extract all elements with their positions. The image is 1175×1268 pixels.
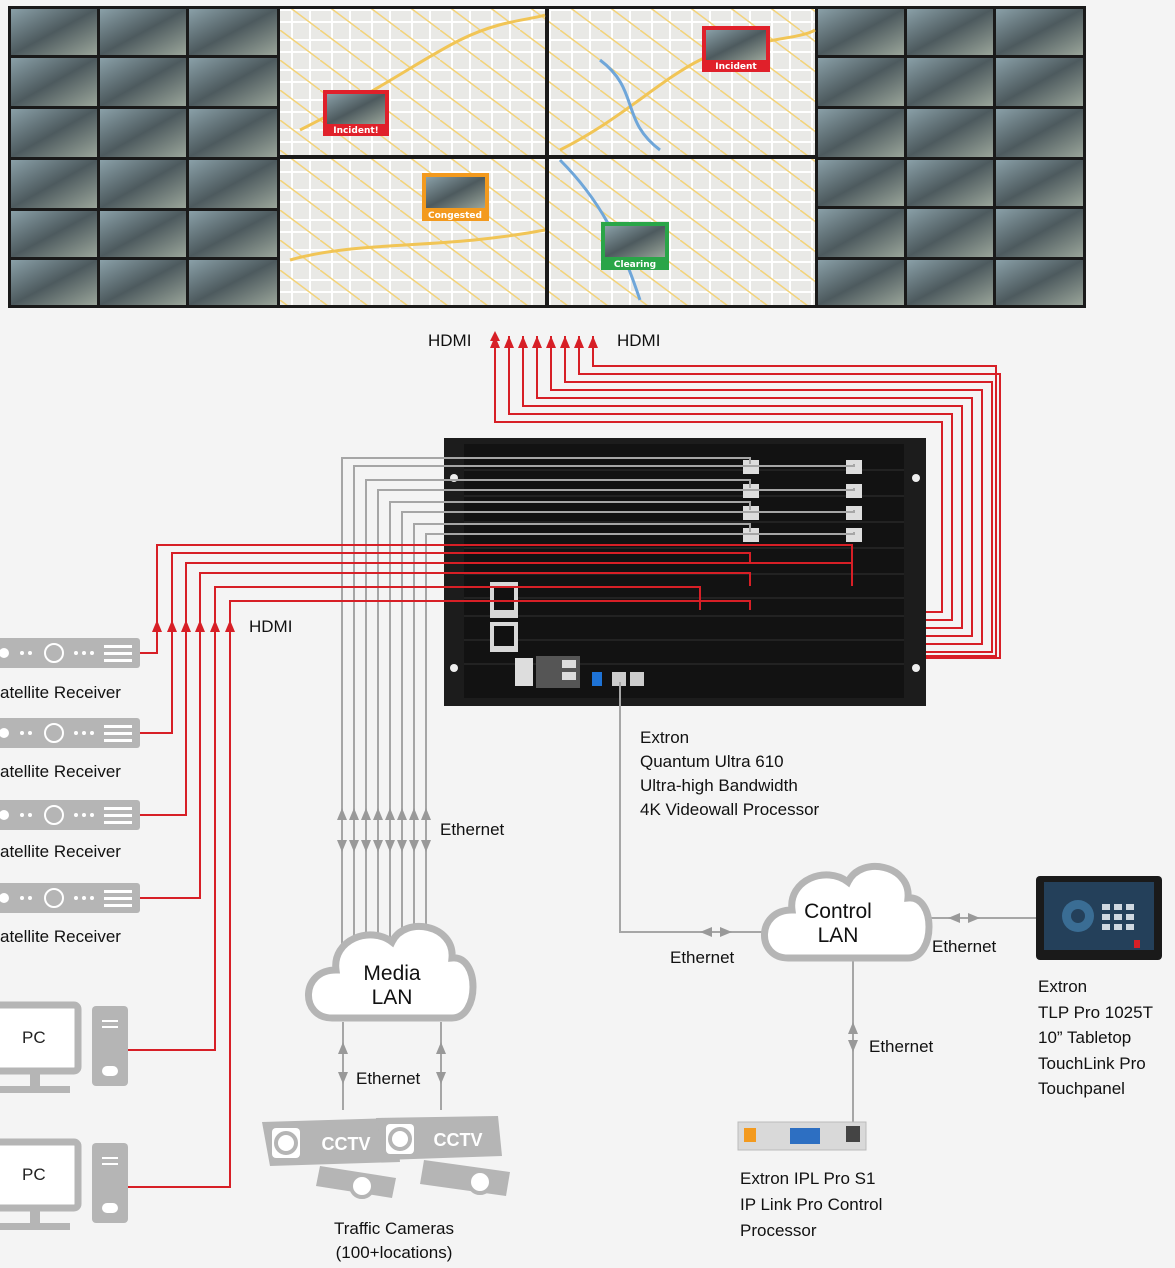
cctv-label: CCTV xyxy=(434,1130,483,1150)
ipl-label-line: IP Link Pro Control xyxy=(740,1195,883,1214)
cctv-label: CCTV xyxy=(322,1134,371,1154)
right-camera-grid xyxy=(818,9,1083,305)
satellite-receiver-label: atellite Receiver xyxy=(0,683,121,702)
ethernet-label: Ethernet xyxy=(932,937,997,956)
map-tag-text: Incident xyxy=(715,62,757,72)
processor-label-line: Ultra-high Bandwidth xyxy=(640,776,798,795)
ipl-pro-s1 xyxy=(737,1121,867,1151)
control-lan-label: Control LAN xyxy=(786,900,890,948)
video-wall: Incident! Incident Congested Clearing xyxy=(8,6,1086,308)
ipl-label-line: Processor xyxy=(740,1221,817,1240)
hdmi-label: HDMI xyxy=(249,617,293,636)
ethernet-label: Ethernet xyxy=(670,948,735,967)
touchpanel-label-line: Touchpanel xyxy=(1038,1079,1125,1098)
cloud-line: LAN xyxy=(371,986,413,1009)
hdmi-label: HDMI xyxy=(428,331,472,350)
left-camera-grid xyxy=(11,9,277,305)
media-lan-ethernet-cables xyxy=(337,457,855,960)
satellite-receiver xyxy=(0,883,140,913)
control-lan-ethernet-cables xyxy=(619,682,1036,1130)
ethernet-label: Ethernet xyxy=(440,820,505,839)
satellite-receiver-label: atellite Receiver xyxy=(0,842,121,861)
satellite-receivers xyxy=(0,638,140,913)
map-tag-text: Incident! xyxy=(333,126,379,136)
touchpanel-label-line: Extron xyxy=(1038,977,1088,996)
satellite-receiver-label: atellite Receiver xyxy=(0,762,121,781)
ethernet-label: Ethernet xyxy=(869,1037,934,1056)
congested-tag: Congested xyxy=(422,173,489,221)
map-tag-text: Congested xyxy=(428,211,482,221)
cameras-label: Traffic Cameras (100+locations) xyxy=(306,1217,482,1265)
media-lan-cloud xyxy=(305,923,477,1022)
clearing-tag: Clearing xyxy=(601,222,669,270)
satellite-receiver xyxy=(0,800,140,830)
cctv-camera: CCTV xyxy=(262,1118,400,1199)
pc-label: PC xyxy=(22,1028,46,1047)
incident-tag-1: Incident! xyxy=(323,90,389,136)
touchpanel-label-line: TLP Pro 1025T xyxy=(1038,1002,1153,1022)
ipl-label-line: Extron IPL Pro S1 xyxy=(740,1169,876,1188)
cameras-label-line: Traffic Cameras xyxy=(334,1219,454,1238)
pc-1 xyxy=(0,1001,128,1093)
cctv-cameras: CCTV CCTV xyxy=(262,1116,510,1199)
cloud-line: LAN xyxy=(817,924,859,947)
ipl-label: Extron IPL Pro S1 IP Link Pro Control Pr… xyxy=(740,1166,882,1244)
map-tag-text: Clearing xyxy=(614,260,656,270)
cloud-line: Media xyxy=(363,962,421,985)
touchpanel-label: Extron TLP Pro 1025T 10” Tabletop TouchL… xyxy=(1038,974,1153,1102)
touchpanel-label-line: TouchLink Pro xyxy=(1038,1053,1146,1073)
satellite-receiver-label: atellite Receiver xyxy=(0,927,121,946)
touchpanel-label-line: 10” Tabletop xyxy=(1038,1028,1132,1047)
control-lan-cloud xyxy=(761,863,933,962)
cameras-label-line: (100+locations) xyxy=(335,1243,453,1262)
processor-label-line: Quantum Ultra 610 xyxy=(640,752,784,771)
cctv-camera: CCTV xyxy=(376,1116,510,1196)
processor-label-line: Extron xyxy=(640,728,690,747)
hdmi-input-cables xyxy=(128,544,853,1188)
pc-label: PC xyxy=(22,1165,46,1184)
satellite-receiver xyxy=(0,638,140,668)
processor-label-line: 4K Videowall Processor xyxy=(640,800,820,819)
camera-ethernet-cables xyxy=(338,1022,446,1110)
touchpanel xyxy=(1036,876,1162,960)
cloud-line: Control xyxy=(804,900,872,923)
pc-2 xyxy=(0,1138,128,1230)
incident-tag-2: Incident xyxy=(702,26,770,72)
media-lan-label: Media LAN xyxy=(340,962,444,1010)
traffic-map xyxy=(280,9,816,305)
hdmi-label: HDMI xyxy=(617,331,661,350)
satellite-receiver xyxy=(0,718,140,748)
processor-label: Extron Quantum Ultra 610 Ultra-high Band… xyxy=(640,726,819,822)
ethernet-label: Ethernet xyxy=(356,1069,421,1088)
